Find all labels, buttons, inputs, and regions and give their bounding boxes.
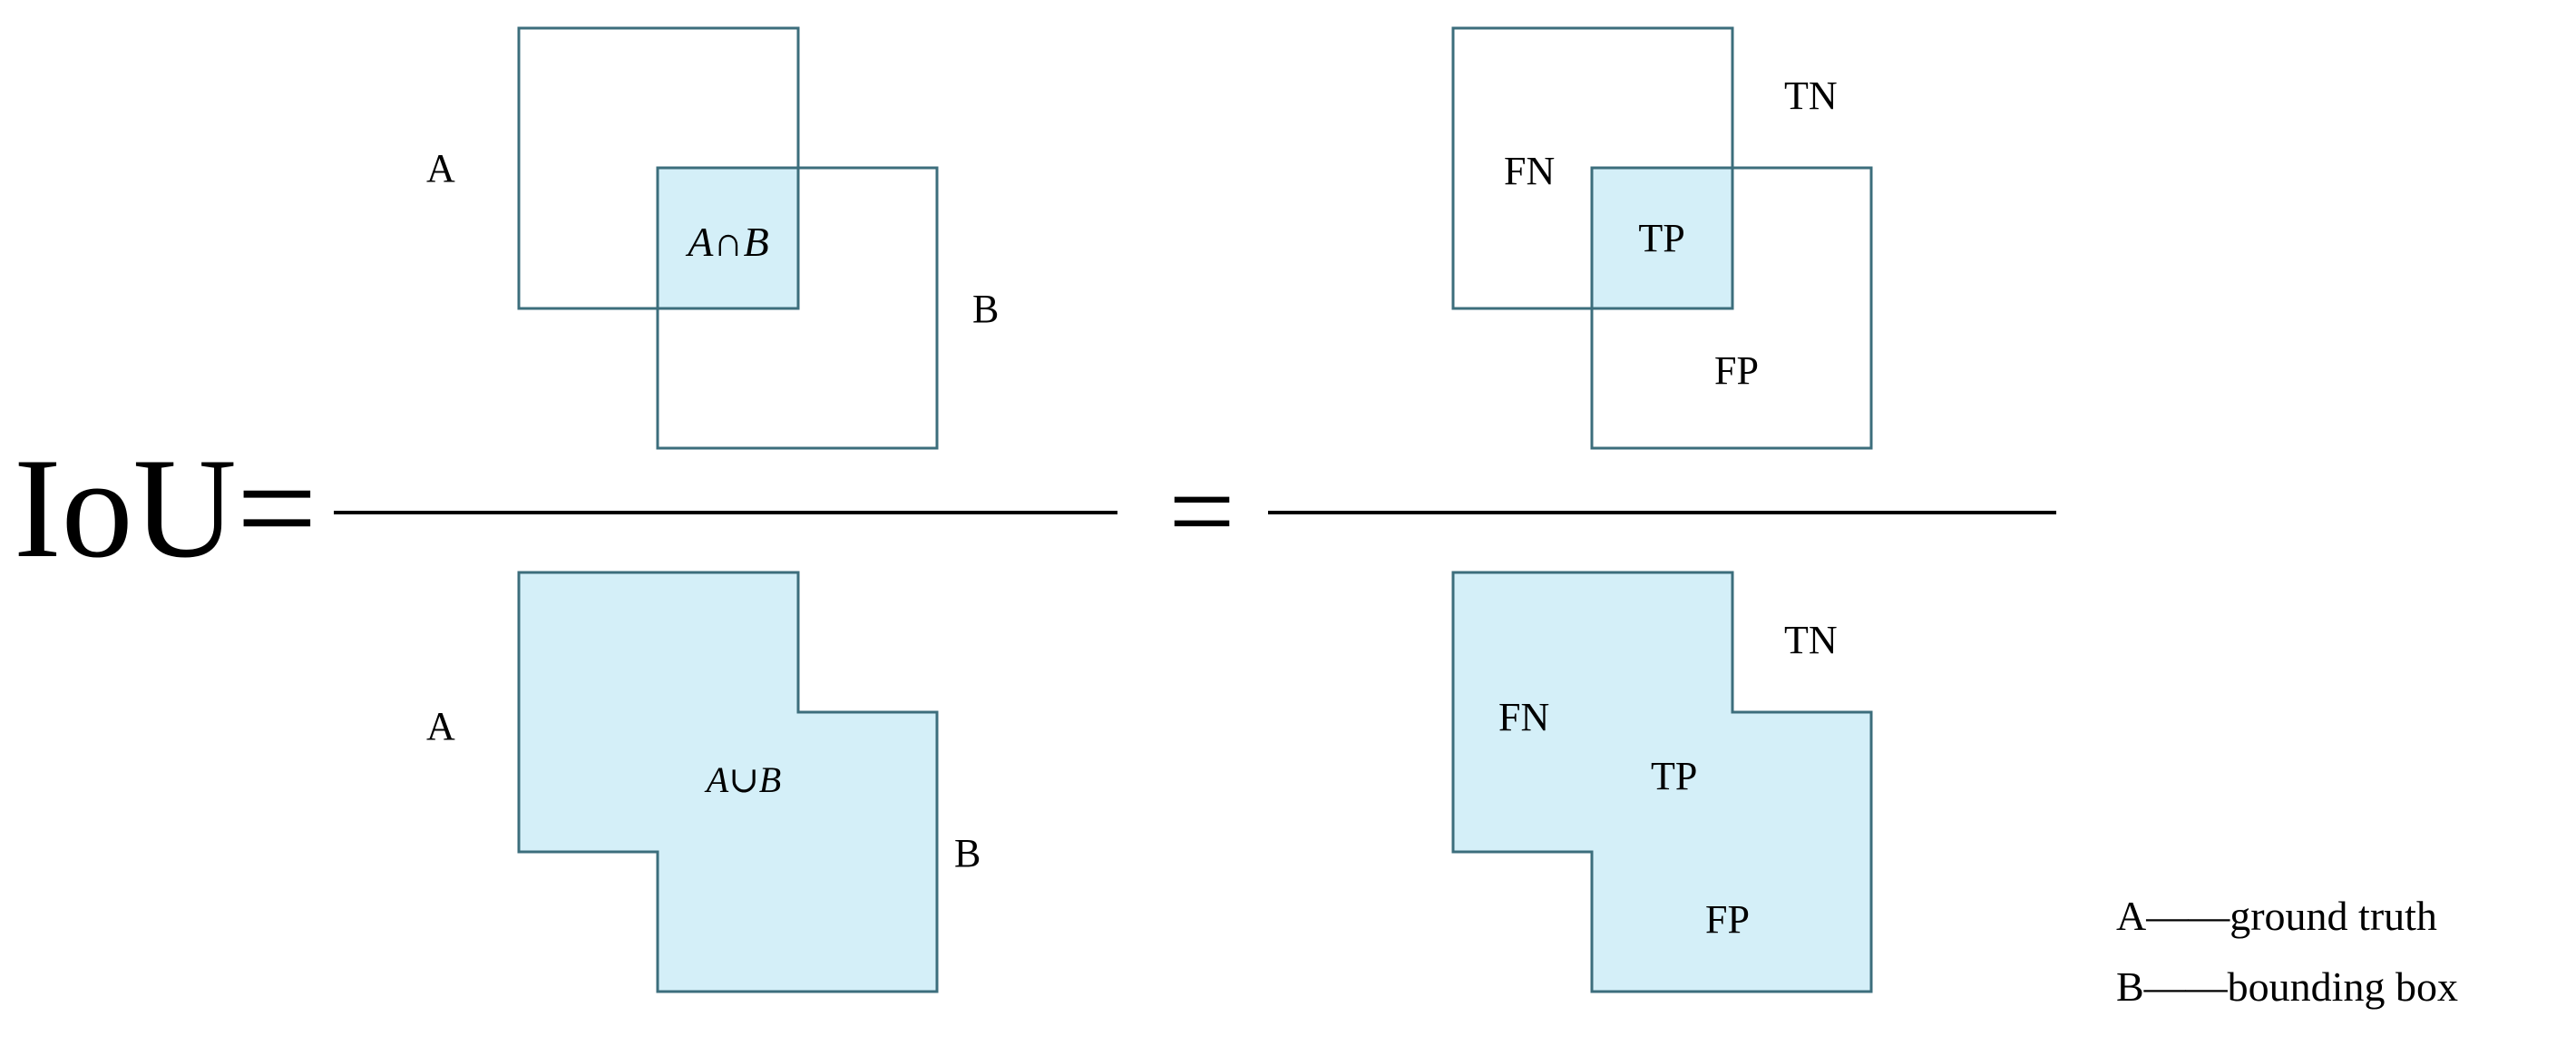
intersection-area: [658, 168, 798, 308]
numerator-left-diagram: A B A∩B: [426, 26, 999, 450]
tn-label: TN: [1784, 618, 1838, 662]
box-b-bounding-box: [1590, 166, 1873, 450]
label-a: A: [426, 704, 455, 748]
intersection-label: A∩B: [685, 219, 768, 265]
box-b-bounding-box: [656, 166, 939, 450]
numerator-right-diagram: TN FN TP FP: [1451, 26, 1873, 450]
fp-label: FP: [1705, 897, 1750, 942]
tp-area: [1592, 168, 1732, 308]
tp-label: TP: [1651, 754, 1697, 798]
legend: A——ground truth B——bounding box: [2116, 893, 2458, 1010]
union-label: A∪B: [704, 759, 781, 800]
equals-sign: =: [1168, 446, 1234, 577]
label-b: B: [954, 831, 981, 875]
fn-label: FN: [1504, 149, 1555, 193]
tp-label: TP: [1638, 216, 1684, 260]
label-b: B: [972, 287, 999, 331]
fn-label: FN: [1498, 695, 1549, 739]
denominator-left-diagram: A B A∪B: [426, 571, 981, 993]
label-a: A: [426, 146, 455, 191]
union-area: [1451, 571, 1873, 993]
iou-label: IoU=: [14, 429, 317, 588]
legend-bounding-box: B——bounding box: [2116, 963, 2458, 1010]
tn-label: TN: [1784, 73, 1838, 118]
fp-label: FP: [1714, 348, 1759, 393]
legend-ground-truth: A——ground truth: [2116, 893, 2437, 939]
union-area: [517, 571, 939, 993]
denominator-right-diagram: TN FN TP FP: [1451, 571, 1873, 993]
